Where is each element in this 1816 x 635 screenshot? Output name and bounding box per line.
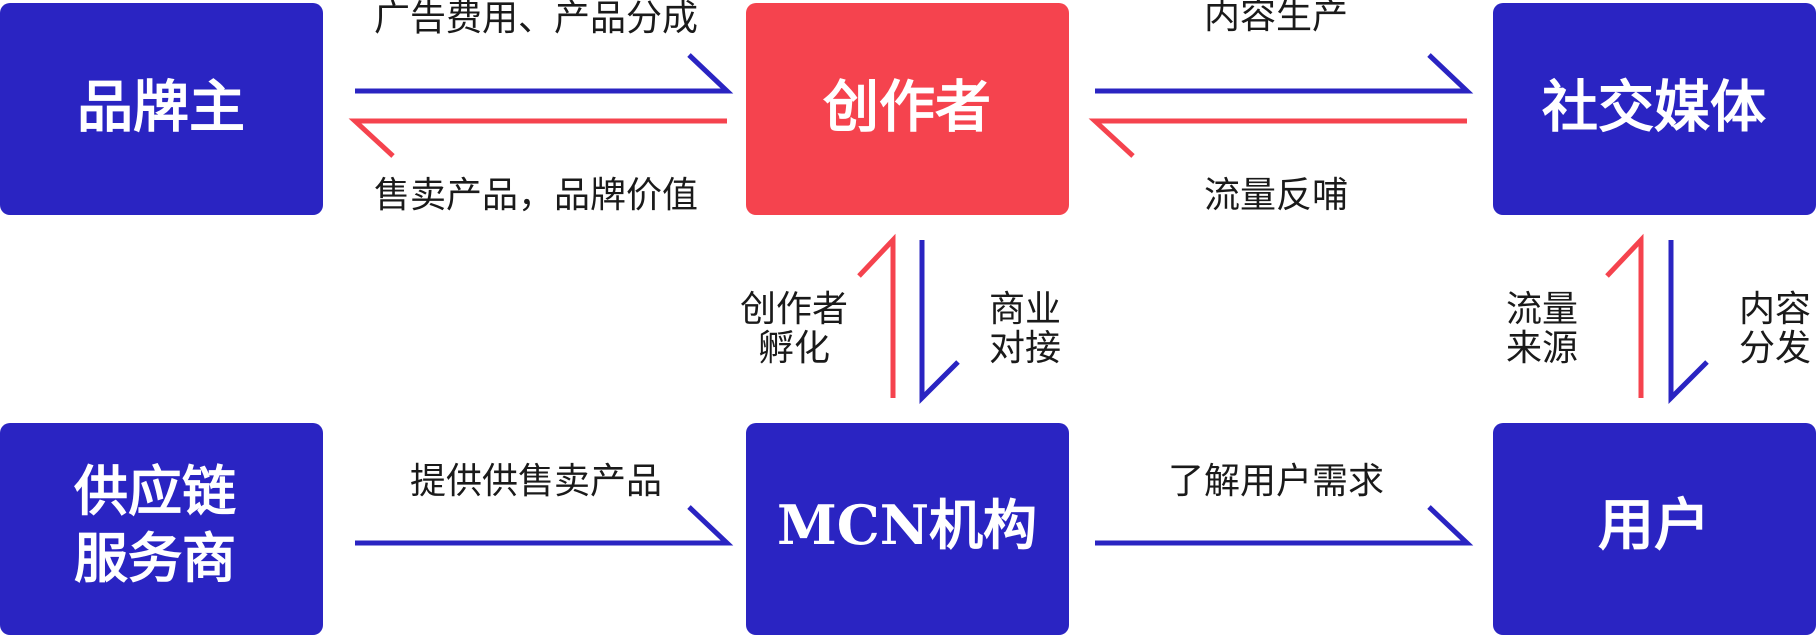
arrow-brand-to-creator [355,53,734,94]
edge-label-user-to-social-line-1: 流量 [1506,289,1578,330]
node-creator: 创作者 [746,3,1069,215]
node-social-media: 社交媒体 [1493,3,1816,215]
node-user-box [1493,423,1816,635]
edge-label-creator-to-social: 内容生产 [1204,0,1348,37]
arrow-social-to-creator [1088,118,1467,158]
node-supply-chain: 供应链 服务商 [0,423,323,635]
arrow-creator-to-brand [348,118,727,158]
node-user: 用户 [1493,423,1816,635]
arrow-supply-to-mcn [355,505,734,546]
edge-label-creator-to-mcn-line-1: 商业 [989,289,1061,330]
node-creator-box [746,3,1069,215]
node-creator-label: 创作者 [823,75,991,141]
node-brand-owner: 品牌主 [0,3,323,215]
edge-label-social-to-user-line-1: 内容 [1739,289,1811,330]
node-supply-chain-label-line-1: 供应链 [74,459,236,523]
node-mcn-box [746,423,1069,635]
arrow-mcn-to-creator [857,233,896,398]
node-supply-chain-label-line-2: 服务商 [74,526,236,590]
edge-label-mcn-to-creator-line-1: 创作者 [740,289,848,330]
edge-label-brand-to-creator: 广告费用、产品分成 [374,0,698,39]
node-supply-chain-box [0,423,323,635]
edge-label-mcn-to-user: 了解用户需求 [1168,461,1384,502]
node-mcn: MCN机构 [746,423,1069,635]
edge-label-creator-to-mcn-line-2: 对接 [989,328,1061,369]
arrow-mcn-to-user [1095,505,1474,546]
node-social-media-label: 社交媒体 [1542,75,1766,141]
arrow-user-to-social [1605,233,1644,398]
node-social-media-box [1493,3,1816,215]
node-brand-owner-label: 品牌主 [77,75,245,141]
edge-label-supply-to-mcn: 提供供售卖产品 [410,461,662,502]
edge-label-social-to-user-line-2: 分发 [1739,328,1811,369]
node-mcn-label: MCN机构 [777,493,1037,557]
arrow-creator-to-social [1095,53,1474,94]
edge-label-social-to-creator: 流量反哺 [1204,175,1348,216]
edge-label-creator-to-brand: 售卖产品，品牌价值 [374,175,698,216]
arrow-social-to-user [1668,240,1709,405]
edge-label-mcn-to-creator-line-2: 孵化 [758,328,830,369]
edge-label-user-to-social-line-2: 来源 [1506,328,1578,369]
node-user-label: 用户 [1598,493,1710,559]
node-brand-owner-box [0,3,323,215]
arrow-creator-to-mcn [919,240,960,405]
